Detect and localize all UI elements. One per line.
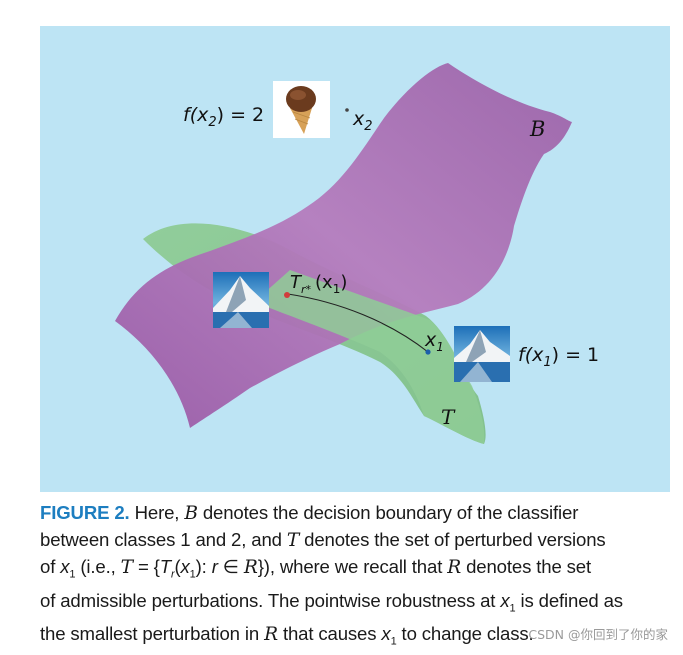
x1-label: x1 [424, 329, 444, 354]
perturbed-point-marker [284, 292, 290, 298]
original-mountain-image [454, 326, 510, 382]
caption-line-1: FIGURE 2. Here, B denotes the decision b… [40, 502, 579, 524]
perturbed-mountain-image [213, 272, 269, 328]
caption-line-5: the smallest perturbation in R that caus… [40, 623, 534, 649]
figure-panel: f(x2) = 2 x2 B Tr*(x1) x1 f(x1) = 1 T [40, 26, 670, 492]
f-x1-label: f(x1) = 1 [518, 344, 599, 370]
figure-caption: FIGURE 2. Here, B denotes the decision b… [40, 500, 670, 655]
figure-label: FIGURE 2. [40, 502, 130, 523]
watermark: CSDN @你回到了你的家 [528, 627, 668, 642]
caption-line-4: of admissible perturbations. The pointwi… [40, 589, 623, 615]
x2-label: x2 [352, 108, 373, 134]
perturbed-point-label: Tr*(x1) [290, 272, 347, 296]
caption-line-2: between classes 1 and 2, and T denotes t… [40, 529, 606, 551]
decision-boundary-surface [115, 63, 572, 428]
perturbation-path [287, 293, 429, 353]
boundary-label: B [529, 117, 545, 141]
caption-line-3: of x1 (i.e., T = {Tr(x1): r ∈ R}), where… [40, 556, 592, 581]
x2-point-marker [345, 108, 349, 112]
x1-point-marker [425, 349, 431, 355]
perturbation-surface-front [254, 270, 485, 444]
perturbation-set-label: T [441, 405, 456, 429]
figure-illustration: f(x2) = 2 x2 B Tr*(x1) x1 f(x1) = 1 T [115, 63, 599, 444]
ice-cream-image [273, 81, 330, 138]
f-x2-label: f(x2) = 2 [183, 104, 264, 130]
